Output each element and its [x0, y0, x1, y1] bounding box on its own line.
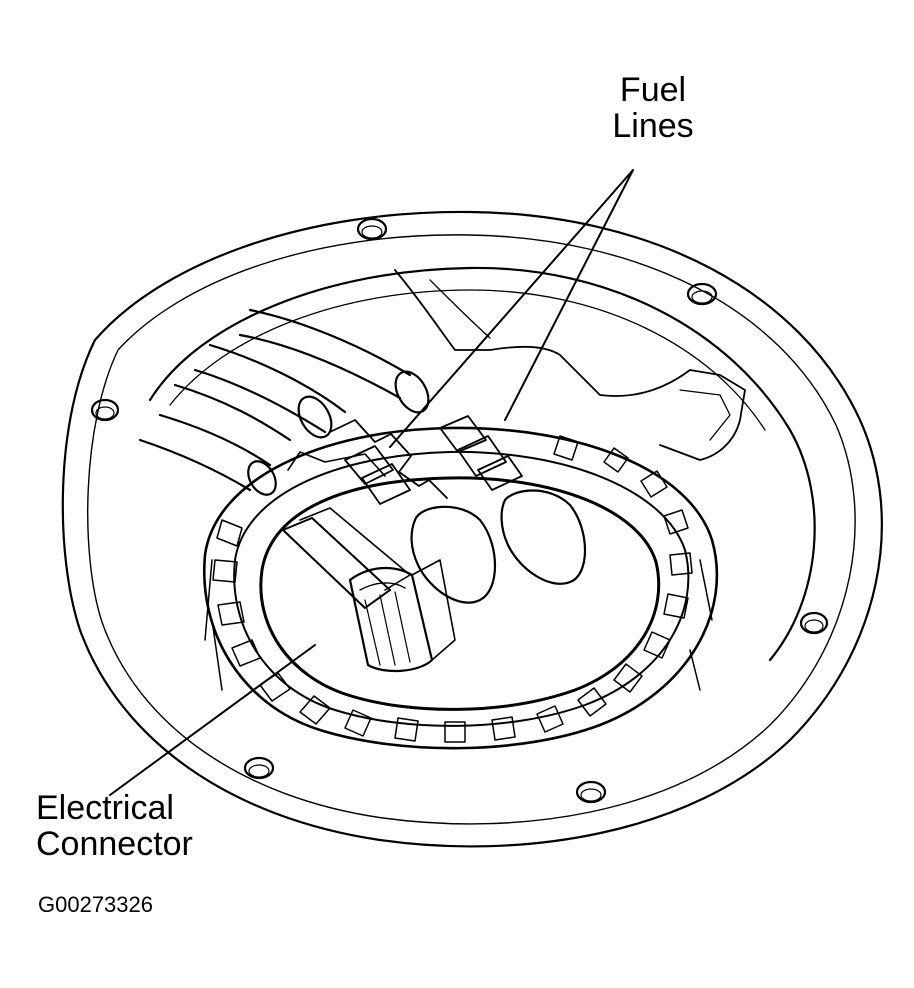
mounting-hole-icon [358, 219, 386, 239]
fuel-line-fittings [288, 416, 585, 603]
electrical-connector-leader [110, 645, 315, 795]
mounting-holes [92, 219, 827, 802]
mounting-flange [63, 212, 882, 846]
tank-opening [150, 268, 815, 660]
figure-id: G00273326 [38, 892, 153, 917]
electrical-connector-label-line1: Electrical [36, 789, 174, 827]
fuel-lines-leader-1 [390, 170, 633, 447]
fuel-hoses [140, 310, 435, 500]
fuel-lines-leader-2 [505, 170, 633, 420]
mounting-hole-icon [801, 613, 827, 633]
fuel-lines-label-line2: Lines [612, 107, 694, 145]
electrical-connector-label: Electrical Connector [36, 791, 193, 863]
leader-lines [110, 170, 633, 795]
fuel-lines-label: Fuel Lines [598, 73, 708, 145]
mounting-hole-icon [245, 758, 273, 778]
mounting-hole-icon [577, 782, 605, 802]
electrical-connector [283, 508, 455, 671]
retaining-ring [204, 428, 717, 748]
mounting-hole-icon [92, 400, 118, 420]
electrical-connector-label-line2: Connector [36, 825, 193, 863]
fuel-lines-label-line1: Fuel [619, 71, 687, 109]
mounting-hole-icon [688, 284, 716, 304]
